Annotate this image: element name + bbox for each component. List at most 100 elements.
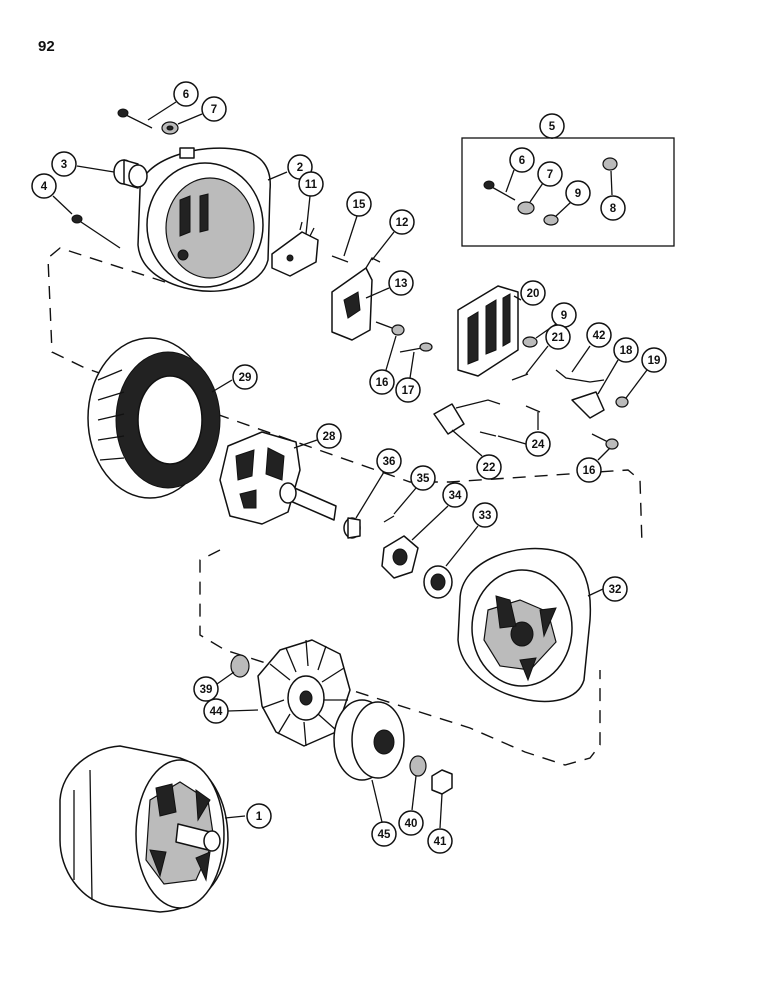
callout-circle-32	[602, 576, 628, 602]
callout-label-15: 15	[353, 199, 366, 211]
pulley-nut	[431, 769, 453, 795]
brush-holder	[331, 257, 381, 341]
lock-washer	[409, 755, 427, 777]
callout-circle-16-upper	[369, 369, 395, 395]
callout-circle-11	[298, 171, 324, 197]
callout-circle-41	[427, 828, 453, 854]
callout-label-44: 44	[210, 706, 223, 718]
callout-label-32: 32	[609, 584, 622, 596]
screw-15	[331, 255, 349, 263]
pulley	[333, 699, 405, 781]
callout-circle-3	[51, 151, 77, 177]
callout-label-6-top: 6	[183, 89, 189, 101]
callout-label-22: 22	[483, 462, 496, 474]
callout-circle-21	[545, 324, 571, 350]
callout-circle-5	[539, 113, 565, 139]
callout-label-9-kit: 9	[575, 188, 581, 200]
callout-label-7-kit: 7	[547, 169, 553, 181]
callout-label-4: 4	[41, 181, 48, 193]
callout-circle-39	[193, 676, 219, 702]
through-bolt	[71, 214, 121, 249]
callout-circle-24	[525, 431, 551, 457]
callout-circle-18	[613, 337, 639, 363]
callout-label-35: 35	[417, 473, 430, 485]
callout-circle-20	[520, 280, 546, 306]
callout-circle-44	[203, 698, 229, 724]
callout-label-24: 24	[532, 439, 545, 451]
callout-label-39: 39	[200, 684, 213, 696]
kit-box	[461, 137, 675, 247]
callout-circle-40	[398, 810, 424, 836]
callout-label-5: 5	[549, 121, 556, 133]
callout-circle-1	[246, 803, 272, 829]
callout-label-40: 40	[405, 818, 418, 830]
callout-circle-36	[376, 448, 402, 474]
callout-label-20: 20	[527, 288, 540, 300]
slip-ring-end-frame	[137, 147, 271, 292]
callout-label-36: 36	[383, 456, 396, 468]
callout-circle-28	[316, 423, 342, 449]
capacitor	[433, 399, 541, 437]
callout-label-8: 8	[610, 203, 617, 215]
regulator-plate	[271, 221, 319, 277]
page-number: 92	[38, 38, 55, 55]
callout-circle-7-top	[201, 96, 227, 122]
callout-label-42: 42	[593, 330, 606, 342]
callout-label-29: 29	[239, 372, 252, 384]
callout-circle-35	[410, 465, 436, 491]
callout-circle-13	[388, 270, 414, 296]
callout-circle-29	[232, 364, 258, 390]
callout-label-13: 13	[395, 278, 408, 290]
callout-label-9-right: 9	[561, 310, 567, 322]
spacer-sleeve	[113, 159, 148, 189]
callout-label-17: 17	[402, 385, 415, 397]
nut-9	[522, 336, 538, 348]
callout-circle-42	[586, 322, 612, 348]
callout-circle-19	[641, 347, 667, 373]
rectifier-bridge	[457, 285, 519, 377]
callout-circle-6-kit	[509, 147, 535, 173]
screw-21	[511, 373, 529, 381]
rotor	[219, 431, 337, 525]
callout-circle-9-kit	[565, 180, 591, 206]
spacer-washer	[230, 654, 250, 678]
screws-16-17	[375, 321, 433, 353]
callout-circle-33	[472, 502, 498, 528]
mounting-bolt-top	[117, 108, 179, 135]
callout-label-7-top: 7	[211, 104, 217, 116]
callout-label-12: 12	[396, 217, 409, 229]
stator	[87, 337, 221, 499]
alternator-assembly	[59, 745, 229, 913]
screw-16-lower	[591, 433, 619, 450]
drive-end-frame	[457, 547, 592, 703]
dashed-group-outlines	[47, 247, 643, 766]
callout-label-6-kit: 6	[519, 155, 525, 167]
callout-label-11: 11	[305, 179, 318, 191]
callout-label-1: 1	[256, 811, 263, 823]
callout-label-21: 21	[552, 332, 565, 344]
callout-label-18: 18	[620, 345, 633, 357]
callout-circle-6-top	[173, 81, 199, 107]
callout-circle-12	[389, 209, 415, 235]
callout-label-28: 28	[323, 431, 336, 443]
callout-circle-34	[442, 482, 468, 508]
callout-label-19: 19	[648, 355, 661, 367]
callout-label-33: 33	[479, 510, 492, 522]
terminal-wire	[555, 369, 629, 419]
callout-circle-15	[346, 191, 372, 217]
callout-label-41: 41	[434, 836, 447, 848]
callout-circle-7-kit	[537, 161, 563, 187]
callout-label-34: 34	[449, 490, 462, 502]
callout-label-3: 3	[61, 159, 67, 171]
callout-circle-8	[600, 195, 626, 221]
callout-label-16-upper: 16	[376, 377, 389, 389]
callout-circle-4	[31, 173, 57, 199]
callout-label-16-lower: 16	[583, 465, 596, 477]
callout-circle-22	[476, 454, 502, 480]
callouts: 1 2 3 4 5 6 7 6 7 9	[31, 81, 667, 854]
kit-hardware	[483, 157, 618, 226]
callout-circle-16-lower	[576, 457, 602, 483]
callout-label-2: 2	[297, 162, 303, 174]
callout-label-45: 45	[378, 829, 391, 841]
